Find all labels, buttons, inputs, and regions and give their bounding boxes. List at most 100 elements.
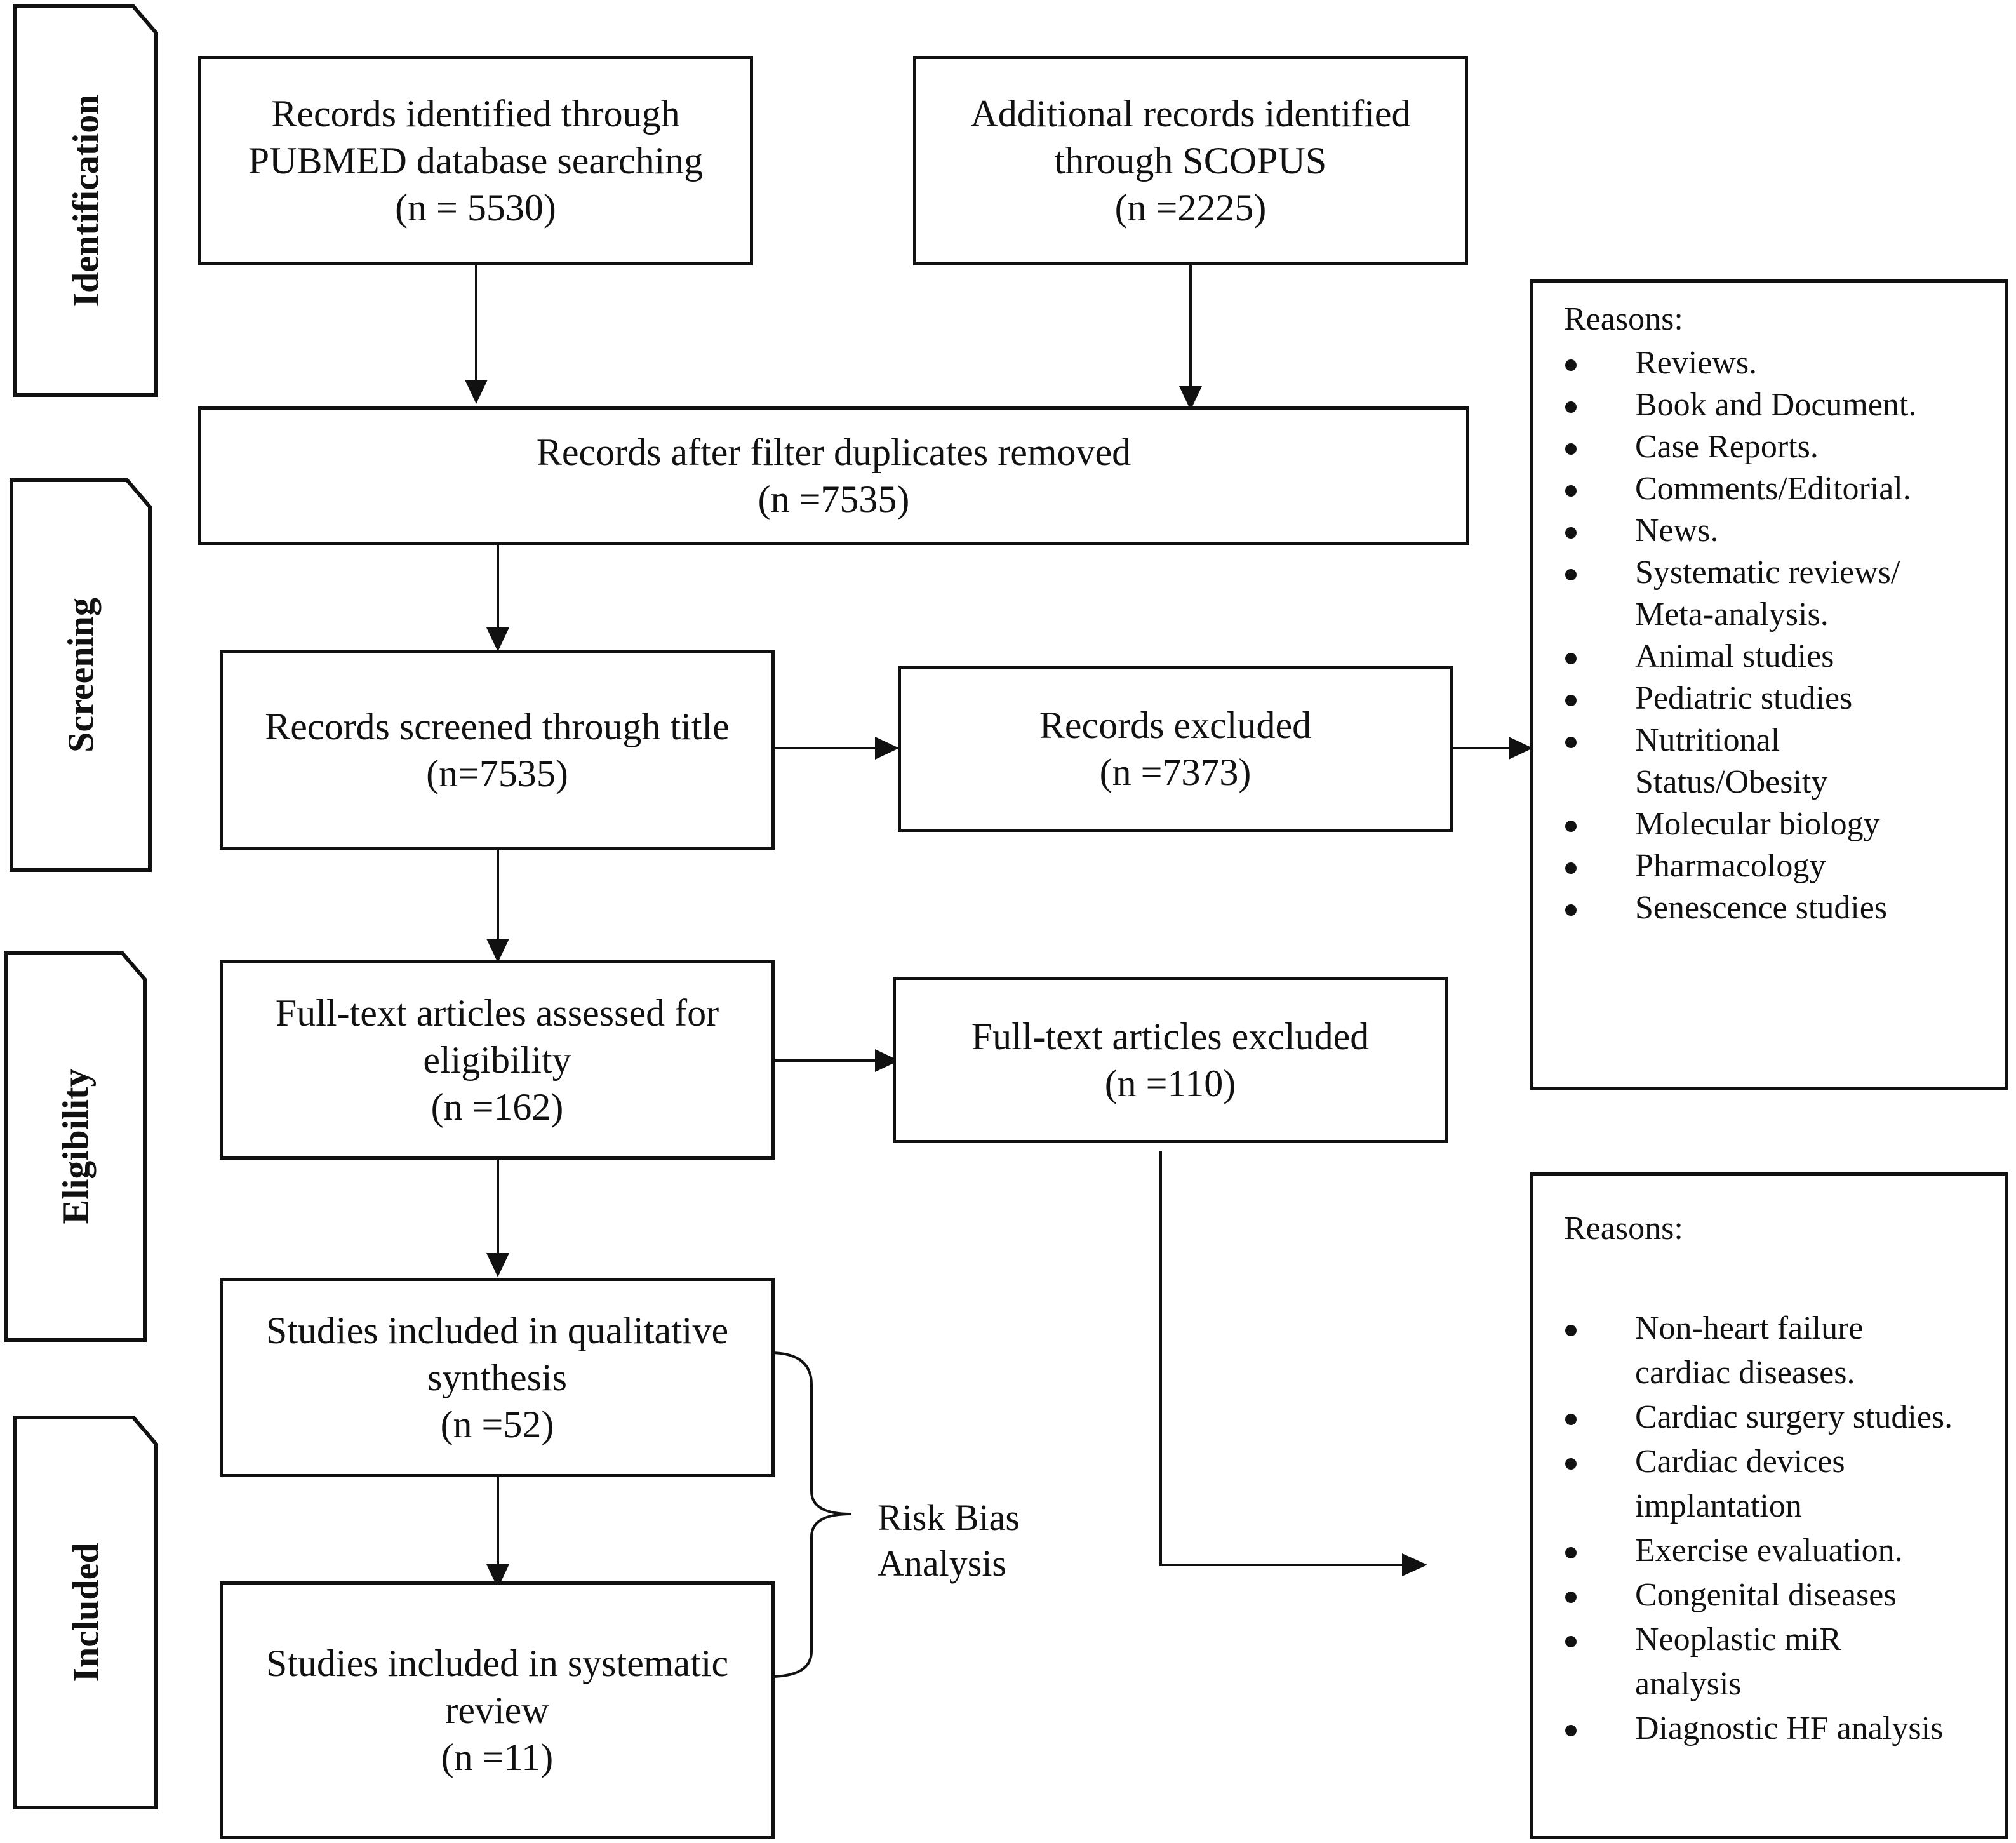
reason-item: Nutritional Status/Obesity: [1533, 720, 2005, 803]
reason-text: Exercise evaluation.: [1635, 1532, 1903, 1569]
reason-item: Reviews.: [1533, 342, 2005, 384]
reason-item: Pediatric studies: [1533, 678, 2005, 720]
stage-label-identification: Identification: [65, 94, 107, 307]
arrowhead-duplicates: [486, 627, 509, 652]
arrowhead-reasons-eligibility: [1402, 1553, 1427, 1576]
box-records-screened: Records screened through title (n=7535): [220, 650, 775, 850]
box-records-excluded: Records excluded (n =7373): [898, 666, 1453, 832]
stage-identification: Identification: [13, 4, 159, 398]
bullet-icon: [1565, 1325, 1577, 1336]
reason-item: Systematic reviews/ Meta-analysis.: [1533, 552, 2005, 636]
bullet-icon: [1565, 695, 1577, 706]
arrowhead-systematic: [486, 1564, 509, 1588]
reason-item: Molecular biology: [1533, 803, 2005, 845]
risk-bias-brace: [769, 1351, 851, 1678]
reason-text: Case Reports.: [1635, 429, 1819, 465]
reason-text: Congenital diseases: [1635, 1577, 1897, 1613]
bullet-icon: [1565, 401, 1577, 413]
bullet-icon: [1565, 737, 1577, 748]
box-pubmed-records: Records identified through PUBMED databa…: [198, 56, 753, 265]
box-pubmed-text: Records identified through PUBMED databa…: [248, 93, 704, 229]
box-fulltext-assessed: Full-text articles assessed for eligibil…: [220, 960, 775, 1160]
reason-item: Cardiac devices implantation: [1533, 1440, 2005, 1529]
reason-text: Pediatric studies: [1635, 680, 1853, 716]
bullet-icon: [1565, 527, 1577, 539]
box-duplicates-text: Records after filter duplicates removed …: [536, 431, 1131, 520]
box-excluded-text: Records excluded (n =7373): [1039, 704, 1312, 793]
bullet-icon: [1565, 1725, 1577, 1736]
reason-item: Animal studies: [1533, 636, 2005, 678]
reason-text: News.: [1635, 513, 1719, 549]
reasons-screening-list: Reviews. Book and Document. Case Reports. C…: [1533, 342, 2005, 929]
bullet-icon: [1565, 443, 1577, 455]
box-qualitative-text: Studies included in qualitative synthesi…: [265, 1310, 729, 1445]
reason-text: Molecular biology: [1635, 806, 1880, 842]
bullet-icon: [1565, 862, 1577, 874]
reason-text: Cardiac devices implantation: [1635, 1444, 1845, 1524]
reason-item: Diagnostic HF analysis: [1533, 1706, 2005, 1751]
reason-text: Diagnostic HF analysis: [1635, 1710, 1944, 1746]
reason-text: Senescence studies: [1635, 890, 1888, 926]
arrow-fulltext-excluded-to-reasons: [1159, 1151, 1403, 1566]
arrowhead-excluded: [875, 737, 899, 760]
bullet-icon: [1565, 359, 1577, 371]
reasons-eligibility-box: Reasons: Non-heart failure cardiac disea…: [1530, 1172, 2008, 1839]
reason-text: Pharmacology: [1635, 848, 1826, 884]
reason-item: Non-heart failure cardiac diseases.: [1533, 1306, 2005, 1395]
box-fulltext-text: Full-text articles assessed for eligibil…: [275, 992, 719, 1128]
bullet-icon: [1565, 485, 1577, 497]
box-scopus-records: Additional records identified through SC…: [913, 56, 1468, 265]
bullet-icon: [1565, 653, 1577, 664]
arrowhead-fulltext: [486, 939, 509, 963]
box-screened-text: Records screened through title (n=7535): [265, 706, 730, 794]
stage-included: Included: [13, 1415, 159, 1810]
reason-text: Animal studies: [1635, 638, 1834, 674]
bullet-icon: [1565, 821, 1577, 832]
reason-text: Neoplastic miR analysis: [1635, 1621, 1841, 1702]
reason-item: Case Reports.: [1533, 426, 2005, 468]
arrowhead-reasons-screening: [1509, 737, 1533, 760]
reason-text: Book and Document.: [1635, 387, 1917, 423]
reason-item: Senescence studies: [1533, 887, 2005, 929]
stage-label-screening: Screening: [60, 598, 102, 753]
reason-text: Nutritional Status/Obesity: [1635, 722, 1828, 800]
reason-text: Cardiac surgery studies.: [1635, 1399, 1953, 1435]
stage-screening: Screening: [9, 478, 152, 873]
reason-item: Pharmacology: [1533, 845, 2005, 887]
box-scopus-text: Additional records identified through SC…: [970, 93, 1411, 229]
reason-item: Exercise evaluation.: [1533, 1529, 2005, 1573]
reason-text: Systematic reviews/ Meta-analysis.: [1635, 554, 1900, 633]
reason-item: Comments/Editorial.: [1533, 468, 2005, 510]
reason-item: Cardiac surgery studies.: [1533, 1395, 2005, 1440]
bullet-icon: [1565, 1547, 1577, 1558]
box-fulltext-excluded-text: Full-text articles excluded (n =110): [971, 1015, 1370, 1104]
box-systematic-text: Studies included in systematic review (n…: [265, 1642, 729, 1778]
arrowhead-fulltext-excluded: [875, 1049, 899, 1072]
bullet-icon: [1565, 1592, 1577, 1603]
reasons-eligibility-list: Non-heart failure cardiac diseases. Cardi…: [1533, 1306, 2005, 1751]
box-fulltext-excluded: Full-text articles excluded (n =110): [893, 977, 1448, 1143]
reason-text: Reviews.: [1635, 345, 1758, 381]
arrowhead-qualitative: [486, 1253, 509, 1277]
stage-eligibility: Eligibility: [4, 950, 147, 1343]
box-systematic-review: Studies included in systematic review (n…: [220, 1581, 775, 1839]
reason-item: Book and Document.: [1533, 384, 2005, 426]
bullet-icon: [1565, 904, 1577, 916]
reason-text: Comments/Editorial.: [1635, 471, 1911, 507]
bullet-icon: [1565, 1414, 1577, 1425]
arrowhead-pubmed: [465, 380, 488, 404]
arrowhead-scopus: [1179, 386, 1202, 410]
stage-label-included: Included: [65, 1543, 107, 1682]
reason-text: Non-heart failure cardiac diseases.: [1635, 1310, 1864, 1391]
reasons-screening-title: Reasons:: [1564, 301, 1683, 337]
bullet-icon: [1565, 1636, 1577, 1647]
reason-item: News.: [1533, 510, 2005, 552]
risk-bias-label: Risk Bias Analysis: [878, 1497, 1020, 1584]
reasons-eligibility-title: Reasons:: [1564, 1210, 1683, 1247]
reason-item: Neoplastic miR analysis: [1533, 1618, 2005, 1706]
box-qualitative-synthesis: Studies included in qualitative synthesi…: [220, 1278, 775, 1477]
stage-label-eligibility: Eligibility: [55, 1068, 97, 1224]
box-duplicates-removed: Records after filter duplicates removed …: [198, 406, 1469, 545]
bullet-icon: [1565, 569, 1577, 580]
